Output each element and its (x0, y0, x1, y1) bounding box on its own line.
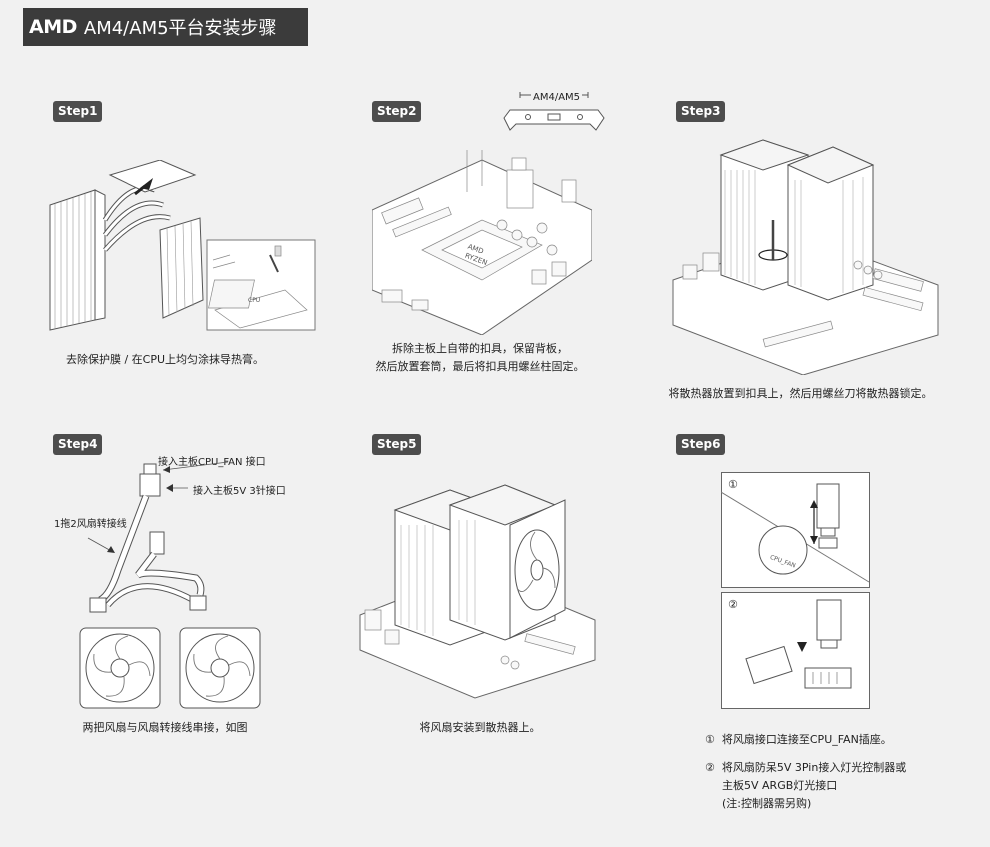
step6-note2-line2: 主板5V ARGB灯光接口 (722, 779, 838, 792)
step1-caption: 去除保护膜 / 在CPU上均匀涂抹导热膏。 (40, 351, 290, 369)
step3-badge: Step3 (676, 101, 726, 122)
step5-caption: 将风扇安装到散热器上。 (355, 719, 605, 737)
step3-caption: 将散热器放置到扣具上，然后用螺丝刀将散热器锁定。 (668, 385, 933, 403)
step4-badge: Step4 (53, 434, 103, 455)
step6-note1: ① 将风扇接口连接至CPU_FAN插座。 (705, 731, 892, 749)
step2-callout-am4am5: AM4/AM5 (531, 92, 583, 103)
page-title-bar: AMD AM4/AM5平台安装步骤 (23, 8, 308, 46)
step3-caption-line1: 将散热器放置到扣具上，然后用螺丝刀将散热器锁定。 (668, 387, 933, 400)
svg-text:CPU: CPU (248, 297, 260, 304)
step6-panel2-number: ② (728, 598, 738, 611)
heatsink-icon: CPU (49, 160, 316, 331)
step6-note1-mark: ① (705, 733, 715, 746)
step2-caption-line1: 拆除主板上自带的扣具，保留背板， (392, 342, 568, 355)
page-title: AM4/AM5平台安装步骤 (83, 18, 277, 39)
step6-note1-line1: 将风扇接口连接至CPU_FAN插座。 (721, 733, 892, 746)
step6-note2-mark: ② (705, 761, 715, 774)
step5-badge: Step5 (372, 434, 422, 455)
step2-caption-line2: 然后放置套筒，最后将扣具用螺丝柱固定。 (375, 360, 585, 373)
step4-callout-splitter: 1拖2风扇转接线 (54, 519, 127, 530)
step1-badge: Step1 (53, 101, 103, 122)
brand-logo-text: AMD (29, 16, 77, 38)
step4-callout-cpufan: 接入主板CPU_FAN 接口 (158, 457, 266, 468)
step6-panel1-number: ① (728, 478, 738, 491)
step4-caption: 两把风扇与风扇转接线串接，如图 (40, 719, 290, 737)
motherboard-icon: AMD RYZEN (372, 150, 592, 335)
step4-callout-5v: 接入主板5V 3针接口 (193, 486, 286, 497)
step6-note2-line3: (注:控制器需另购) (722, 797, 812, 810)
fan-icon (359, 484, 596, 699)
cable-icon (79, 461, 261, 709)
step6-badge: Step6 (676, 434, 726, 455)
step6-note2: ② 将风扇防呆5V 3Pin接入灯光控制器或 主板5V ARGB灯光接口 (注:… (705, 759, 906, 813)
step2-badge: Step2 (372, 101, 422, 122)
step6-note2-line1: 将风扇防呆5V 3Pin接入灯光控制器或 (721, 761, 907, 774)
step5-caption-line1: 将风扇安装到散热器上。 (419, 721, 541, 734)
heatsink-on-board-icon (672, 139, 939, 375)
connector-diagram-icon: CPU_FAN (721, 472, 870, 709)
step2-caption: 拆除主板上自带的扣具，保留背板， 然后放置套筒，最后将扣具用螺丝柱固定。 (355, 340, 605, 376)
step1-caption-line1: 去除保护膜 / 在CPU上均匀涂抹导热膏。 (65, 353, 265, 366)
step4-caption-line1: 两把风扇与风扇转接线串接，如图 (82, 721, 248, 734)
